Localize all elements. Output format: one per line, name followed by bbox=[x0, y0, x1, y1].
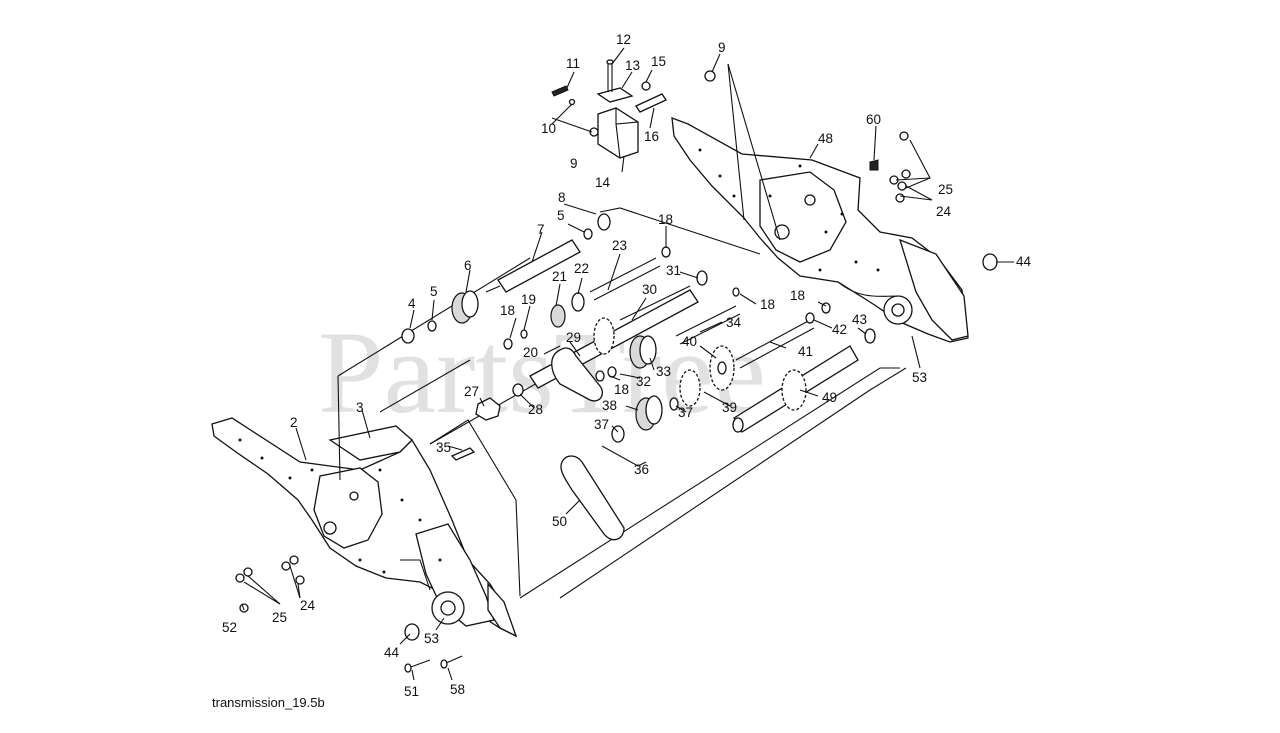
callout-18: 18 bbox=[500, 303, 515, 318]
callout-3: 3 bbox=[356, 400, 364, 415]
callout-33: 33 bbox=[656, 364, 671, 379]
callout-44: 44 bbox=[1016, 254, 1032, 269]
callout-24: 24 bbox=[936, 204, 952, 219]
callout-50: 50 bbox=[552, 514, 567, 529]
callout-28: 28 bbox=[528, 402, 543, 417]
gears bbox=[451, 290, 807, 431]
callout-16: 16 bbox=[644, 129, 659, 144]
callout-36: 36 bbox=[634, 462, 649, 477]
callout-29: 29 bbox=[566, 330, 581, 345]
callout-44: 44 bbox=[384, 645, 400, 660]
callout-48: 48 bbox=[818, 131, 833, 146]
callout-53: 53 bbox=[912, 370, 927, 385]
right-housing bbox=[671, 117, 969, 343]
callout-12: 12 bbox=[616, 32, 631, 47]
callout-6: 6 bbox=[464, 258, 472, 273]
callout-5: 5 bbox=[430, 284, 438, 299]
callout-9: 9 bbox=[718, 40, 726, 55]
callout-49: 49 bbox=[822, 390, 837, 405]
callout-18: 18 bbox=[790, 288, 805, 303]
callout-19: 19 bbox=[521, 292, 536, 307]
frame-rails bbox=[337, 63, 907, 599]
callout-22: 22 bbox=[574, 261, 589, 276]
callout-15: 15 bbox=[651, 54, 666, 69]
callout-8: 8 bbox=[558, 190, 566, 205]
callout-60: 60 bbox=[866, 112, 881, 127]
callout-42: 42 bbox=[832, 322, 847, 337]
callout-53: 53 bbox=[424, 631, 439, 646]
callout-4: 4 bbox=[408, 296, 416, 311]
callout-9: 9 bbox=[570, 156, 578, 171]
shift-assembly bbox=[551, 59, 716, 159]
callout-27: 27 bbox=[464, 384, 479, 399]
callout-41: 41 bbox=[798, 344, 813, 359]
callout-58: 58 bbox=[450, 682, 465, 697]
callout-labels: 2 3 4 5 5 6 7 8 9 9 10 11 12 13 14 15 16… bbox=[222, 32, 1032, 699]
callout-37: 37 bbox=[594, 417, 609, 432]
callout-11: 11 bbox=[566, 56, 580, 71]
callout-43: 43 bbox=[852, 312, 867, 327]
leader-lines bbox=[241, 47, 1014, 681]
callout-30: 30 bbox=[642, 282, 657, 297]
diagram-caption: transmission_19.5b bbox=[212, 695, 325, 710]
callout-14: 14 bbox=[595, 175, 611, 190]
callout-31: 31 bbox=[666, 263, 681, 278]
callout-21: 21 bbox=[552, 269, 567, 284]
callout-40: 40 bbox=[682, 334, 697, 349]
callout-23: 23 bbox=[612, 238, 627, 253]
callout-25: 25 bbox=[938, 182, 953, 197]
callout-39: 39 bbox=[722, 400, 737, 415]
callout-2: 2 bbox=[290, 415, 298, 430]
callout-18: 18 bbox=[658, 212, 673, 227]
callout-24: 24 bbox=[300, 598, 316, 613]
callout-32: 32 bbox=[636, 374, 651, 389]
callout-51: 51 bbox=[404, 684, 419, 699]
callout-38: 38 bbox=[602, 398, 617, 413]
callout-34: 34 bbox=[726, 315, 742, 330]
callout-52: 52 bbox=[222, 620, 237, 635]
callout-10: 10 bbox=[541, 121, 556, 136]
callout-25: 25 bbox=[272, 610, 287, 625]
callout-20: 20 bbox=[523, 345, 538, 360]
callout-5: 5 bbox=[557, 208, 565, 223]
callout-7: 7 bbox=[537, 222, 545, 237]
callout-35: 35 bbox=[436, 440, 451, 455]
callout-13: 13 bbox=[625, 58, 640, 73]
chains bbox=[551, 347, 625, 541]
callout-18: 18 bbox=[614, 382, 629, 397]
callout-37: 37 bbox=[678, 405, 693, 420]
callout-18: 18 bbox=[760, 297, 775, 312]
left-housing bbox=[211, 417, 518, 638]
